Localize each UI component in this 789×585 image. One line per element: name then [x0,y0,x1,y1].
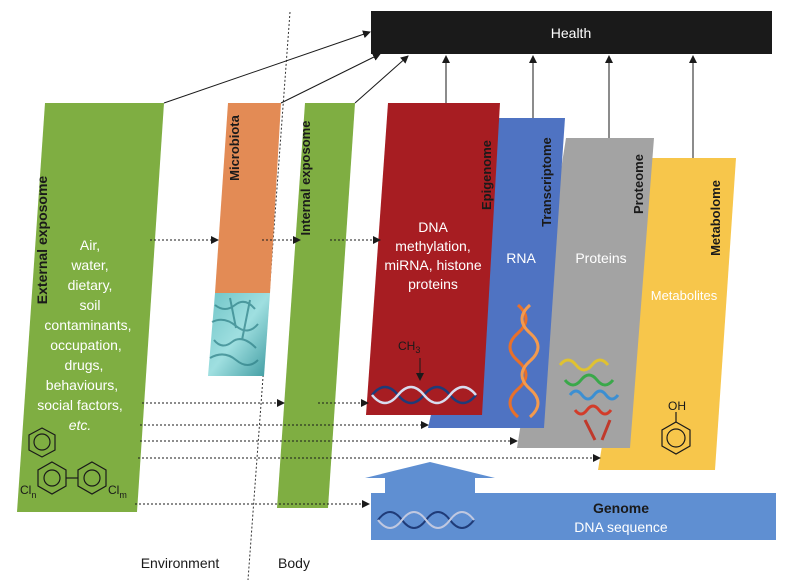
epi-line: proteins [408,276,458,292]
internal-exposome-panel [277,103,355,508]
epigenome-panel [366,103,500,415]
exp-line: behaviours, [46,377,118,393]
exp-line: occupation, [50,337,122,353]
epi-line: miRNA, histone [384,257,481,273]
external-exposome-text: Air, water, dietary, soil contaminants, … [37,237,131,433]
proteome-title: Proteome [631,154,646,214]
biphenyl-icon [37,461,107,495]
proteome-panel [517,138,654,448]
benzene-icon [28,427,56,458]
dotted-arrows [135,236,601,508]
epigenome-title: Epigenome [479,140,494,210]
epigenome-text: DNA methylation, miRNA, histone proteins [384,219,481,292]
arrow-external-to-health [163,30,371,104]
exp-line: contaminants, [44,317,131,333]
transcriptome-title: Transcriptome [539,137,554,227]
health-arrows [163,30,697,158]
cl-m-label: Clm [108,483,127,500]
exp-line: water, [70,257,108,273]
ch3-label: CH3 [398,339,420,355]
microbiota-panel [215,103,281,293]
metabolome-body: Metabolites [651,288,718,303]
genome-box [371,493,776,540]
metabolome-title: Metabolome [708,180,723,256]
protein-structure-icon [558,358,620,441]
exp-line: social factors, [37,397,123,413]
health-label: Health [551,25,591,41]
arrow-microbiota-to-health [280,53,381,104]
exp-line: soil [79,297,100,313]
internal-exposome-title: Internal exposome [298,121,313,236]
environment-label: Environment [141,555,220,571]
bacteria-texture [209,297,259,366]
genome-dna-helix-icon [377,511,475,529]
proteome-body: Proteins [575,250,626,266]
body-label: Body [278,555,310,571]
external-exposome-panel [17,103,164,512]
genome-subtitle: DNA sequence [574,519,668,535]
phenol-oh-label: OH [668,399,686,413]
epi-line: methylation, [395,238,470,254]
microbiota-title: Microbiota [227,114,242,180]
exp-line-etc: etc. [69,417,92,433]
transcriptome-body: RNA [506,250,536,266]
epi-line: DNA [418,219,448,235]
genome-title: Genome [593,500,649,516]
phenol-icon [661,412,691,455]
rna-helix-icon [508,303,540,419]
epigenome-dna-helix-icon [371,385,477,405]
health-box [371,11,772,54]
exp-line: Air, [80,237,100,253]
genome-up-arrow [365,462,495,493]
exp-line: dietary, [68,277,113,293]
cl-n-label: Cln [20,483,36,500]
exp-line: drugs, [65,357,104,373]
arrow-internal-to-health [354,55,409,104]
external-exposome-title: External exposome [34,176,50,305]
